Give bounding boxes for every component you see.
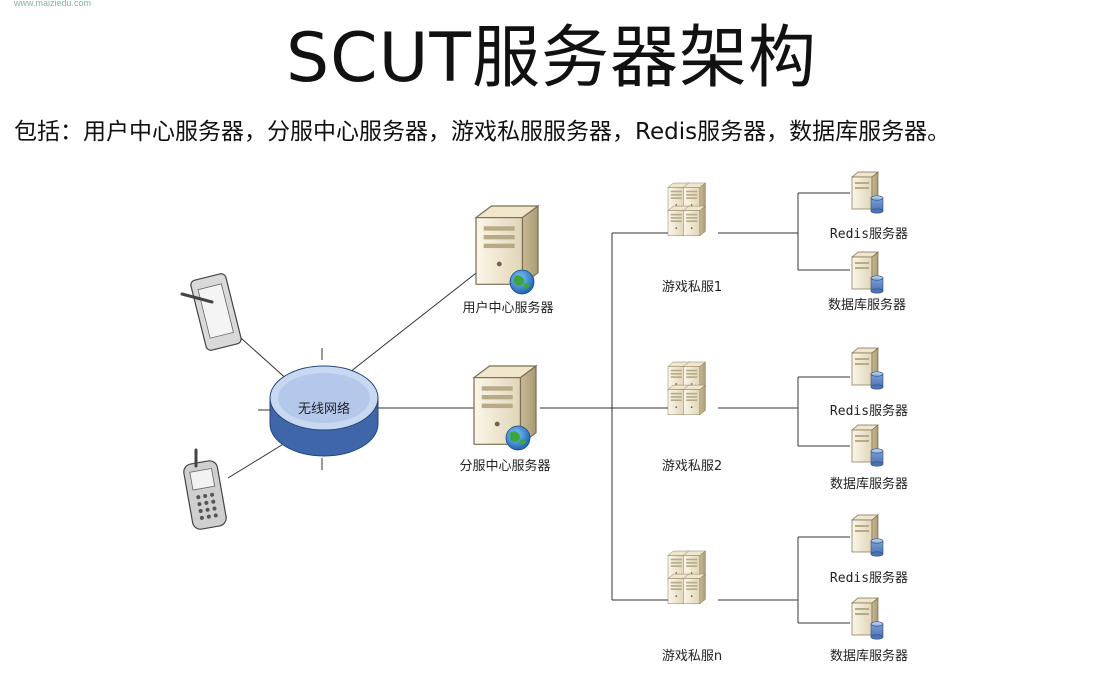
redis-server-icon: [851, 171, 884, 214]
redis-server-label: Redis服务器: [830, 403, 908, 419]
redis-server-icon: [851, 347, 884, 390]
game-server-cluster-icon: [668, 362, 705, 415]
database-server-icon: [851, 251, 884, 294]
slide-subtitle: 包括：用户中心服务器，分服中心服务器，游戏私服服务器，Redis服务器，数据库服…: [14, 119, 951, 145]
database-server-label: 数据库服务器: [828, 297, 906, 313]
game-server-label: 游戏私服2: [662, 459, 722, 474]
game-server-cluster-icon: [668, 551, 705, 604]
tablet-icon: [180, 273, 242, 351]
redis-server-label: Redis服务器: [830, 570, 908, 586]
redis-server-icon: [851, 514, 884, 557]
wireless-network-node: [258, 348, 379, 470]
game-server-label: 游戏私服1: [662, 280, 722, 295]
watermark: www.maiziedu.com: [14, 0, 92, 8]
user-center-label: 用户中心服务器: [462, 300, 553, 316]
slide-title: SCUT服务器架构: [286, 19, 817, 98]
database-server-icon: [851, 597, 884, 640]
game-server-cluster-icon: [668, 183, 705, 236]
database-server-label: 数据库服务器: [830, 648, 908, 664]
connection-lines: [227, 192, 850, 624]
shard-center-label: 分服中心服务器: [459, 458, 550, 474]
game-server-label: 游戏私服n: [662, 649, 722, 664]
redis-server-label: Redis服务器: [830, 226, 908, 242]
network-label: 无线网络: [298, 401, 350, 417]
user-center-server-icon: [475, 205, 539, 295]
database-server-icon: [851, 424, 884, 467]
shard-center-server-icon: [473, 365, 537, 451]
mobile-phone-icon: [183, 448, 227, 530]
database-server-label: 数据库服务器: [830, 476, 908, 492]
